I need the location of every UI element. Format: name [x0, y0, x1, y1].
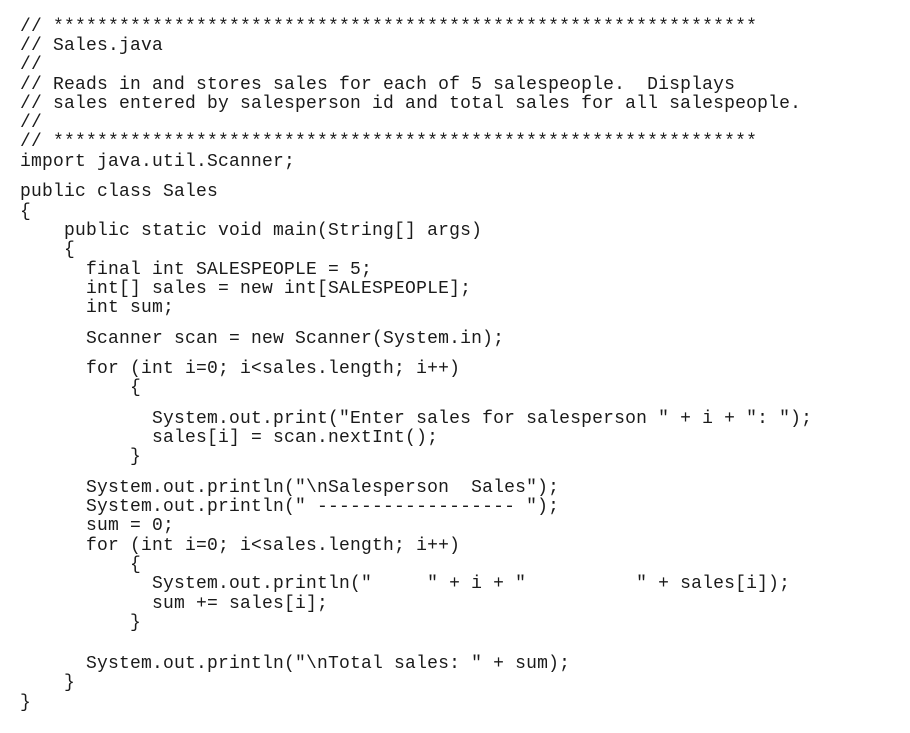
code-line-18: { [20, 378, 142, 398]
code-line-14: int[] sales = new int[SALESPEOPLE]; [20, 279, 472, 299]
code-line-15: int sum; [20, 298, 175, 318]
code-line-24: sum = 0; [20, 516, 175, 536]
code-line-12: { [20, 240, 76, 260]
code-line-3: // [20, 55, 43, 75]
code-line-10: { [20, 202, 32, 222]
code-line-7: // *************************************… [20, 132, 758, 152]
code-line-2: // Sales.java [20, 36, 164, 56]
code-line-20: sales[i] = scan.nextInt(); [20, 428, 439, 448]
code-line-28: sum += sales[i]; [20, 594, 329, 614]
code-line-21: } [20, 447, 142, 467]
code-line-8: import java.util.Scanner; [20, 152, 296, 172]
code-line-22: System.out.println("\nSalesperson Sales"… [20, 478, 560, 498]
code-line-27: System.out.println(" " + i + " " + sales… [20, 574, 791, 594]
code-line-9: public class Sales [20, 182, 219, 202]
code-line-25: for (int i=0; i<sales.length; i++) [20, 536, 461, 556]
code-line-23: System.out.println(" ------------------ … [20, 497, 560, 517]
code-line-6: // [20, 113, 43, 133]
code-line-32: } [20, 693, 32, 713]
code-line-30: System.out.println("\nTotal sales: " + s… [20, 654, 571, 674]
code-line-5: // sales entered by salesperson id and t… [20, 94, 802, 114]
code-line-31: } [20, 673, 76, 693]
code-line-1: // *************************************… [20, 17, 758, 37]
code-line-13: final int SALESPEOPLE = 5; [20, 260, 373, 280]
code-line-4: // Reads in and stores sales for each of… [20, 75, 736, 95]
code-line-19: System.out.print("Enter sales for salesp… [20, 409, 813, 429]
code-line-16: Scanner scan = new Scanner(System.in); [20, 329, 505, 349]
code-line-17: for (int i=0; i<sales.length; i++) [20, 359, 461, 379]
code-line-26: { [20, 555, 142, 575]
code-line-11: public static void main(String[] args) [20, 221, 483, 241]
code-line-29: } [20, 613, 142, 633]
